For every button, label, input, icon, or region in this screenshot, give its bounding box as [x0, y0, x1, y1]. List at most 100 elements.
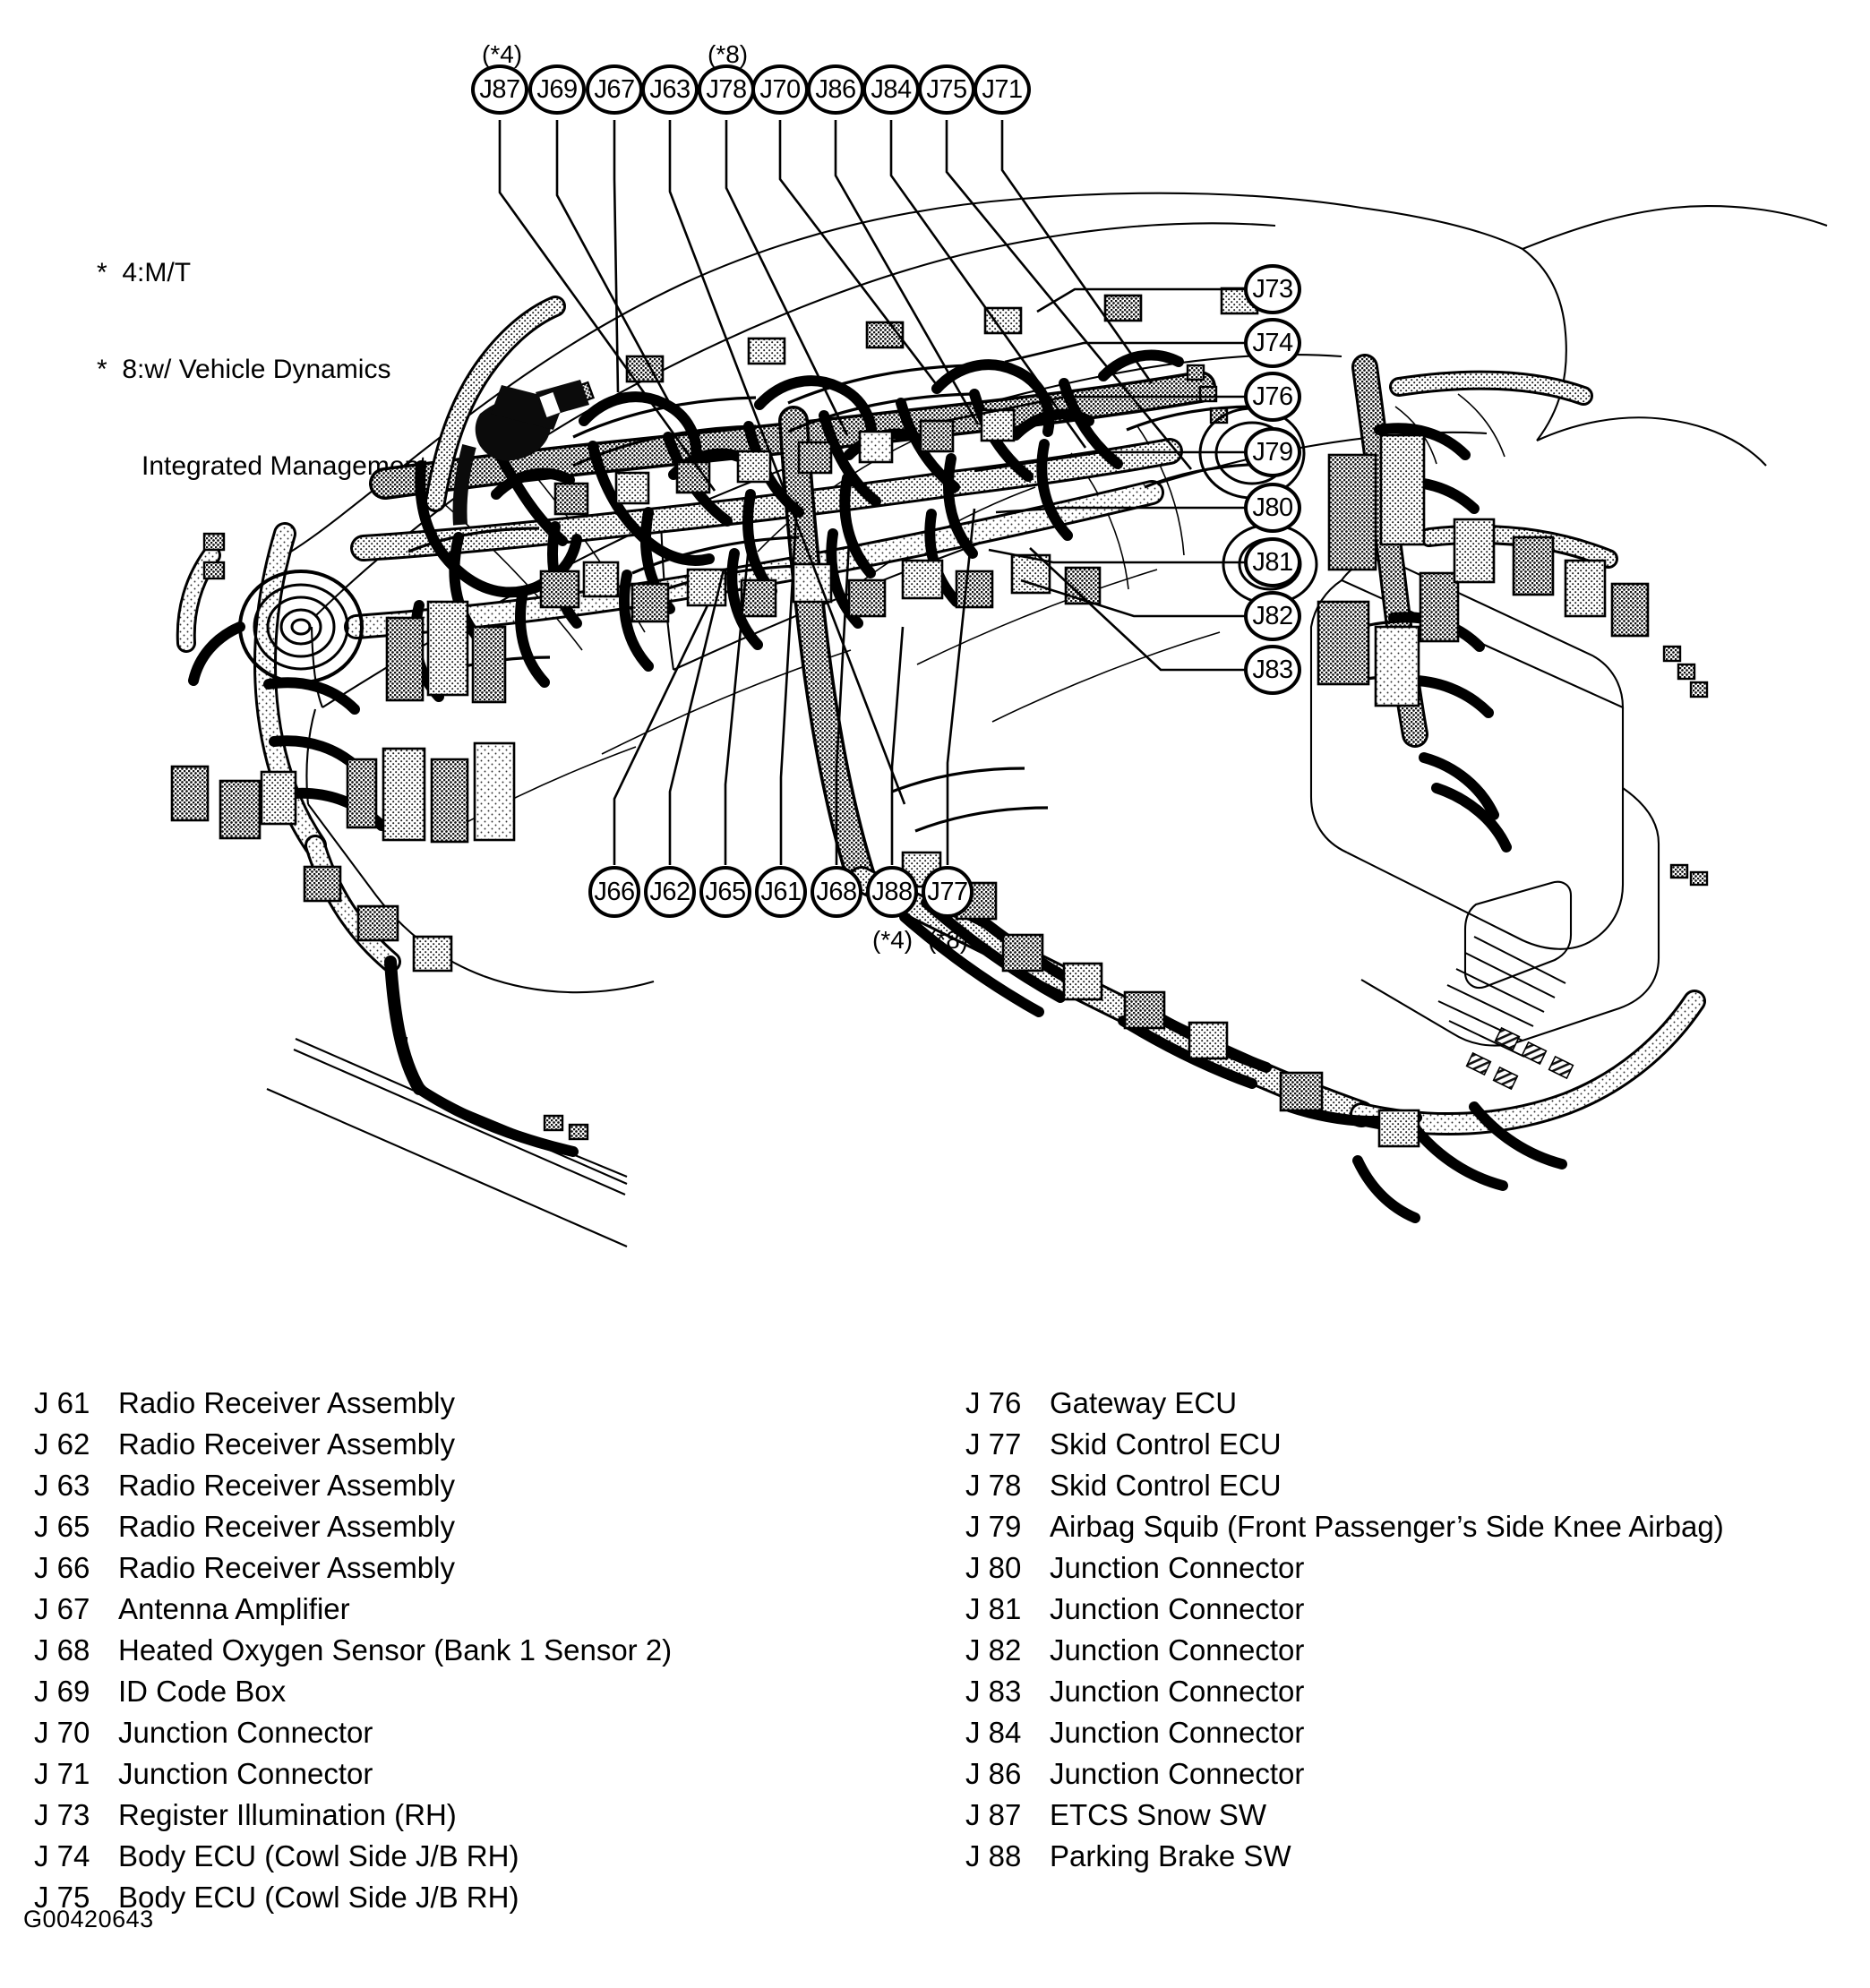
callout-j74[interactable]: J74	[1244, 318, 1301, 368]
legend-code: J 71	[34, 1757, 90, 1790]
legend-code: J 88	[965, 1839, 1022, 1872]
callout-label: J61	[760, 877, 802, 906]
callout-j65[interactable]: J65	[699, 866, 751, 918]
legend-description: ID Code Box	[118, 1675, 287, 1708]
legend-code: J 80	[965, 1551, 1022, 1584]
callout-j88[interactable]: J88	[866, 866, 918, 918]
callout-label: J66	[594, 877, 635, 906]
legend-code: J 81	[965, 1592, 1022, 1625]
legend-row: J 68 Heated Oxygen Sensor (Bank 1 Sensor…	[34, 1633, 672, 1675]
legend-row: J 76 Gateway ECU	[965, 1386, 1724, 1427]
callout-j71[interactable]: J71	[974, 64, 1031, 115]
legend-description: Heated Oxygen Sensor (Bank 1 Sensor 2)	[118, 1633, 673, 1667]
legend-row: J 74 Body ECU (Cowl Side J/B RH)	[34, 1839, 672, 1881]
callout-j78[interactable]: J78	[698, 64, 755, 115]
image-id: G00420643	[23, 1906, 154, 1932]
legend-row: J 67 Antenna Amplifier	[34, 1592, 672, 1633]
legend-description: Radio Receiver Assembly	[118, 1386, 455, 1419]
legend-row: J 78 Skid Control ECU	[965, 1469, 1724, 1510]
legend-description: Junction Connector	[1050, 1675, 1305, 1708]
callout-j80[interactable]: J80	[1244, 483, 1301, 533]
legend-row: J 61 Radio Receiver Assembly	[34, 1386, 672, 1427]
legend-description: Radio Receiver Assembly	[118, 1510, 455, 1543]
legend-code: J 68	[34, 1633, 90, 1667]
legend-row: J 65 Radio Receiver Assembly	[34, 1510, 672, 1551]
callout-note-j77: (*8)	[928, 926, 969, 954]
legend-column-right: J 76 Gateway ECU J 77 Skid Control ECU J…	[965, 1386, 1724, 1881]
callout-j61[interactable]: J61	[755, 866, 807, 918]
callout-j63[interactable]: J63	[641, 64, 699, 115]
callout-j82[interactable]: J82	[1244, 591, 1301, 641]
legend-column-left: J 61 Radio Receiver Assembly J 62 Radio …	[34, 1386, 672, 1922]
footnote-key: * 4:M/T * 8:w/ Vehicle Dynamics Integrat…	[97, 193, 427, 547]
legend-description: Register Illumination (RH)	[118, 1798, 457, 1831]
callout-j87[interactable]: J87	[471, 64, 528, 115]
callout-j73[interactable]: J73	[1244, 264, 1301, 314]
legend-description: Junction Connector	[118, 1757, 373, 1790]
legend-description: Junction Connector	[1050, 1633, 1305, 1667]
callout-j68[interactable]: J68	[811, 866, 862, 918]
legend-code: J 63	[34, 1469, 90, 1502]
callout-label: J81	[1252, 547, 1293, 577]
legend-row: J 79 Airbag Squib (Front Passenger’s Sid…	[965, 1510, 1724, 1551]
legend-code: J 75	[34, 1881, 90, 1914]
callout-label: J88	[871, 877, 913, 906]
callout-note-j88: (*4)	[872, 926, 914, 954]
legend-description: Antenna Amplifier	[118, 1592, 350, 1625]
callout-j86[interactable]: J86	[807, 64, 864, 115]
legend-code: J 76	[965, 1386, 1022, 1419]
callout-j69[interactable]: J69	[528, 64, 586, 115]
legend-row: J 70 Junction Connector	[34, 1716, 672, 1757]
callout-j79[interactable]: J79	[1244, 427, 1301, 477]
legend-row: J 75 Body ECU (Cowl Side J/B RH)	[34, 1881, 672, 1922]
legend-description: Junction Connector	[1050, 1757, 1305, 1790]
legend-code: J 87	[965, 1798, 1022, 1831]
clockspring-spiral	[238, 570, 364, 684]
callout-j77[interactable]: J77	[922, 866, 974, 918]
legend-description: Radio Receiver Assembly	[118, 1469, 455, 1502]
callout-j84[interactable]: J84	[862, 64, 920, 115]
callout-label: J74	[1252, 328, 1293, 357]
callout-note-j78: (*8)	[708, 40, 749, 68]
callout-label: J69	[536, 74, 578, 104]
legend-code: J 84	[965, 1716, 1022, 1749]
legend-description: Skid Control ECU	[1050, 1427, 1282, 1461]
callout-label: J63	[649, 74, 691, 104]
callout-j62[interactable]: J62	[644, 866, 696, 918]
antenna-boot-shape	[452, 380, 589, 526]
legend-description: Junction Connector	[1050, 1551, 1305, 1584]
legend-code: J 73	[34, 1798, 90, 1831]
legend-code: J 79	[965, 1510, 1022, 1543]
callout-j75[interactable]: J75	[918, 64, 975, 115]
callout-j81[interactable]: J81	[1244, 537, 1301, 587]
legend-description: Junction Connector	[1050, 1592, 1305, 1625]
callout-j83[interactable]: J83	[1244, 645, 1301, 695]
callout-j66[interactable]: J66	[588, 866, 640, 918]
callout-label: J87	[479, 74, 520, 104]
callout-label: J83	[1252, 655, 1293, 684]
legend-description: Gateway ECU	[1050, 1386, 1238, 1419]
callout-j67[interactable]: J67	[586, 64, 643, 115]
callout-j70[interactable]: J70	[751, 64, 809, 115]
legend-row: J 81 Junction Connector	[965, 1592, 1724, 1633]
footnote-line-1: * 8:w/ Vehicle Dynamics	[97, 355, 391, 384]
legend-description: Radio Receiver Assembly	[118, 1551, 455, 1584]
legend-row: J 80 Junction Connector	[965, 1551, 1724, 1592]
legend-code: J 65	[34, 1510, 90, 1543]
legend-code: J 67	[34, 1592, 90, 1625]
legend-code: J 62	[34, 1427, 90, 1461]
artwork-contents	[170, 120, 1828, 1247]
legend-code: J 66	[34, 1551, 90, 1584]
legend-description: Airbag Squib (Front Passenger’s Side Kne…	[1050, 1510, 1724, 1543]
callout-label: J82	[1252, 601, 1293, 630]
callout-label: J65	[705, 877, 746, 906]
legend-description: Skid Control ECU	[1050, 1469, 1282, 1502]
callout-label: J62	[649, 877, 691, 906]
callout-label: J67	[594, 74, 635, 104]
legend-row: J 82 Junction Connector	[965, 1633, 1724, 1675]
legend-description: Junction Connector	[1050, 1716, 1305, 1749]
callout-j76[interactable]: J76	[1244, 372, 1301, 422]
legend-row: J 83 Junction Connector	[965, 1675, 1724, 1716]
